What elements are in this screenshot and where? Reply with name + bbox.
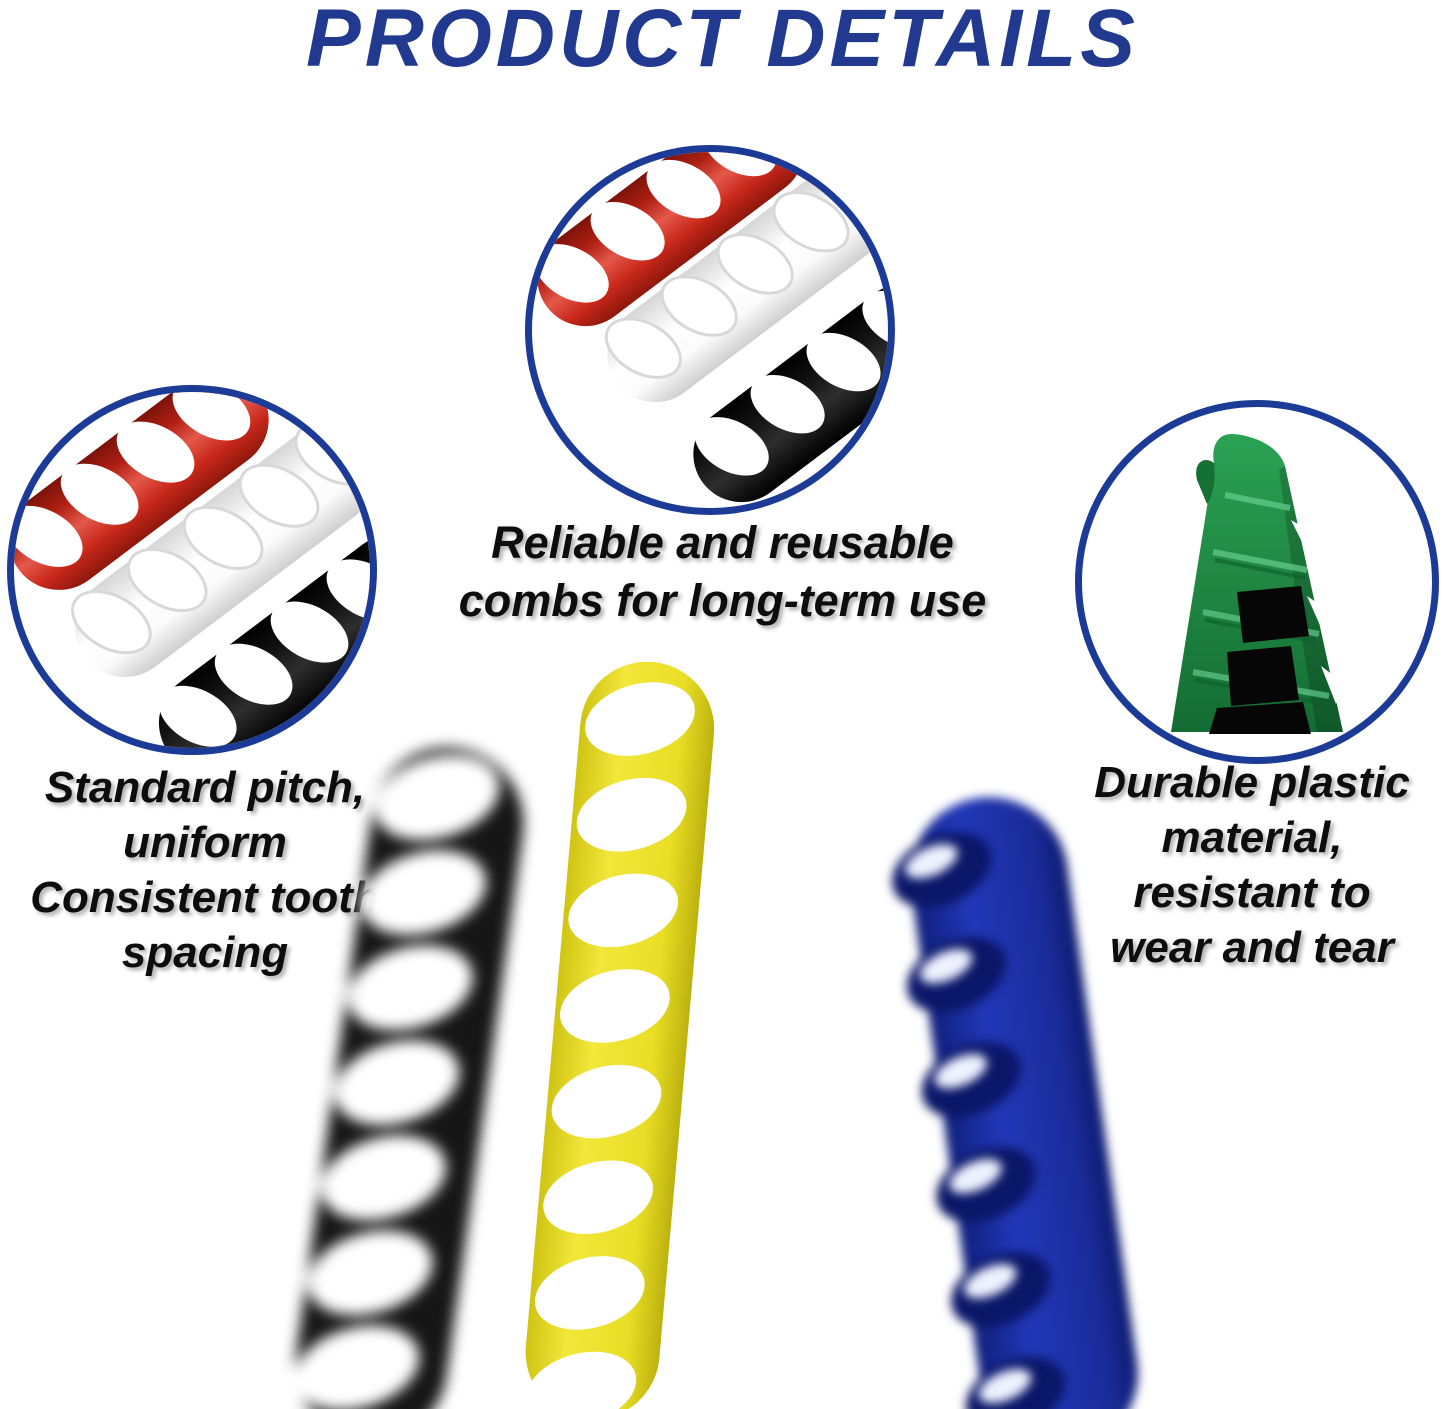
multicolor-combs-photo (534, 152, 888, 503)
yellow-comb (525, 661, 715, 1409)
caption-reliability: Reliable and reusable combs for long-ter… (420, 514, 1025, 630)
green-comb-notch (1321, 666, 1345, 704)
green-comb-hole (1227, 646, 1299, 706)
blue-comb (892, 797, 1138, 1409)
white-comb (70, 421, 370, 677)
caption-line: Standard pitch, (44, 763, 366, 812)
green-comb-hole (1209, 702, 1311, 734)
caption-line: combs for long-term use (458, 575, 987, 626)
callout-circle-pitch (7, 385, 377, 755)
callout-circle-reliability (525, 145, 895, 515)
black-comb (294, 747, 524, 1409)
caption-line: wear and tear (1110, 923, 1394, 972)
caption-pitch: Standard pitch, uniform Consistent tooth… (0, 760, 410, 980)
green-comb-notch (1307, 596, 1331, 632)
caption-line: Durable plastic (1094, 758, 1410, 807)
caption-line: Consistent tooth (30, 873, 380, 922)
red-comb (14, 392, 307, 590)
caption-line: spacing (121, 928, 289, 977)
green-comb-notch (1291, 520, 1315, 554)
black-comb (693, 283, 888, 503)
caption-line: uniform (123, 818, 287, 867)
green-comb-hole (1237, 586, 1309, 643)
red-comb (534, 152, 805, 327)
white-comb (604, 152, 888, 403)
caption-line: resistant to (1133, 868, 1371, 917)
green-comb-body (1171, 433, 1343, 732)
green-comb-tooth-curl (1196, 460, 1215, 504)
callout-circle-durability (1075, 400, 1439, 764)
hero-combs-image (294, 661, 1138, 1409)
black-comb (158, 534, 370, 748)
multicolor-combs-photo (14, 392, 370, 748)
green-comb-photo (1171, 433, 1345, 734)
page-title: PRODUCT DETAILS (306, 0, 1139, 84)
caption-line: material, (1161, 813, 1343, 862)
caption-durability: Durable plastic material, resistant to w… (1052, 755, 1445, 975)
caption-line: Reliable and reusable (491, 517, 954, 568)
